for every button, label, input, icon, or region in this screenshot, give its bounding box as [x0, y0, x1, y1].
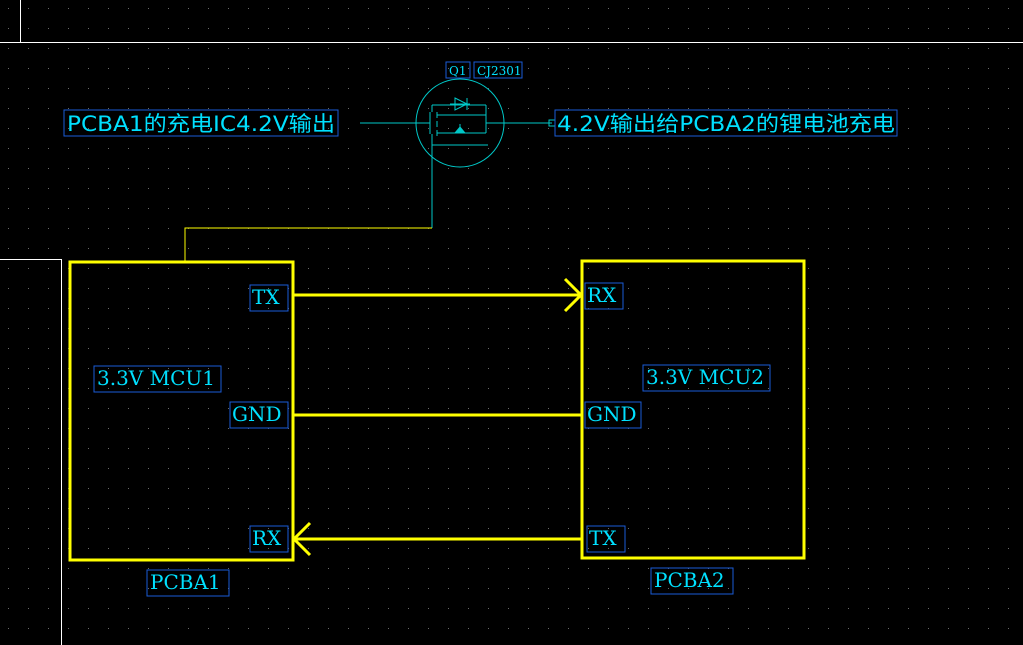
pcba1-pin-gnd: GND — [232, 402, 282, 426]
pcba1-outline — [68, 260, 295, 562]
mosfet-q1[interactable]: Q1 CJ2301 — [360, 61, 556, 228]
arrow-head-icon — [291, 521, 312, 557]
pcba2-outline — [580, 259, 806, 560]
pcba2-mcu-label-box — [642, 364, 771, 392]
mosfet-designator-box — [445, 61, 471, 79]
pcba2-pin-tx-box — [586, 525, 626, 553]
p-channel-mosfet-icon — [360, 78, 556, 228]
pcba2-name-box — [650, 567, 734, 595]
pcba2-pin-rx: RX — [587, 283, 617, 307]
mosfet-part-number: CJ2301 — [477, 64, 522, 78]
mosfet-designator: Q1 — [449, 64, 466, 78]
input-note: PCBA1的充电IC4.2V输出 — [67, 112, 335, 136]
pcba1-pin-rx: RX — [252, 526, 282, 550]
pcba2-mcu-label: 3.3V MCU2 — [646, 365, 764, 389]
pcba1-pin-tx: TX — [252, 285, 280, 309]
pcba2-name: PCBA2 — [654, 568, 725, 592]
pcba1-name: PCBA1 — [150, 570, 221, 594]
pcba2-block[interactable]: 3.3V MCU2 RX GND TX PCBA2 — [580, 259, 806, 595]
output-note: 4.2V输出给PCBA2的锂电池充电 — [557, 112, 895, 136]
input-note-box — [63, 109, 339, 137]
pcba1-pin-rx-box — [249, 525, 289, 553]
pcba1-mcu-label: 3.3V MCU1 — [97, 366, 215, 390]
mosfet-part-box — [473, 61, 523, 79]
arrow-head-icon — [563, 277, 584, 313]
pcba2-pin-rx-box — [584, 282, 624, 310]
pcba2-pin-gnd: GND — [587, 402, 637, 426]
output-note-box — [554, 109, 898, 137]
pcba1-block[interactable]: 3.3V MCU1 TX GND RX PCBA1 — [68, 260, 295, 597]
pcba1-pin-tx-box — [249, 284, 289, 312]
pcba1-name-box — [146, 569, 230, 597]
pcba2-pin-gnd-box — [584, 401, 642, 429]
pcba2-pin-tx: TX — [589, 526, 617, 550]
uart-wires[interactable] — [291, 277, 584, 557]
pcba1-mcu-label-box — [93, 365, 222, 393]
gate-control-wire[interactable] — [184, 227, 432, 262]
pcba1-pin-gnd-box — [229, 401, 289, 429]
